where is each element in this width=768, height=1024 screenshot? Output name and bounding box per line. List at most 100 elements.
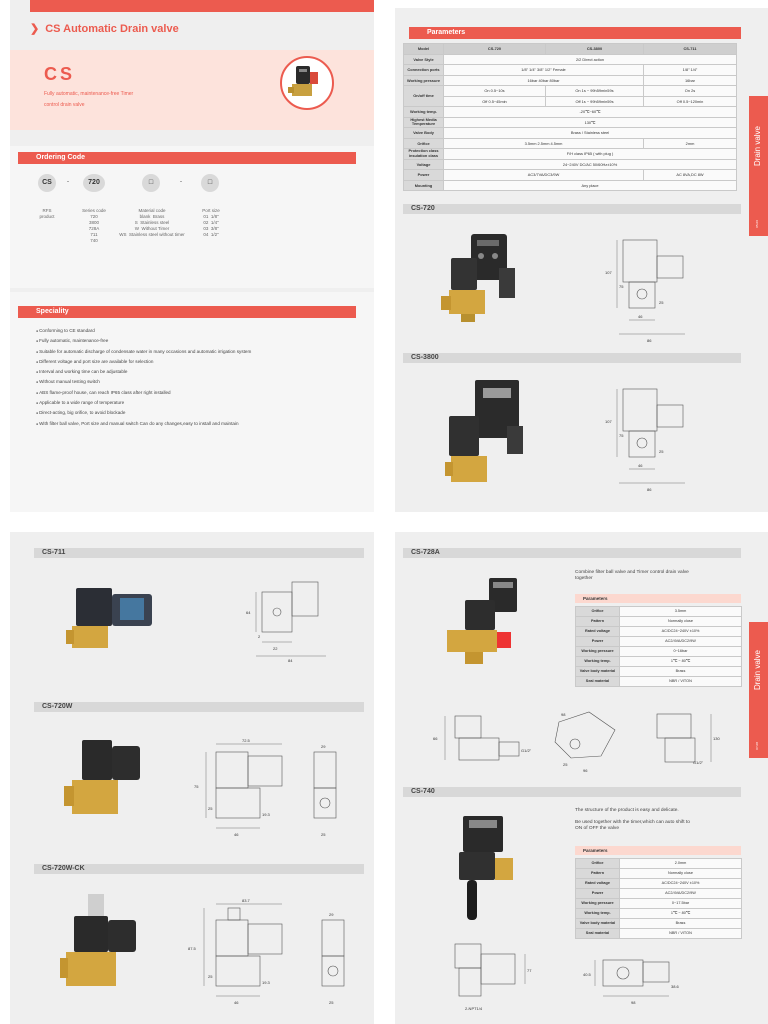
cs3800-dimension-drawing: 107 75 25 46 86 [605, 388, 685, 492]
cs728a-description: Combine filter ball valve and Timer cont… [575, 570, 689, 581]
table-row: Voltage 24~240V DC/AC 50/60Hz±10% [403, 158, 737, 170]
dim-label: 25 [208, 806, 213, 811]
list-item: With filter ball valve, Port size and ma… [36, 419, 366, 429]
code-box-port: □ [201, 174, 219, 192]
model-header-cs711: CS-711 [34, 548, 364, 558]
hero-subtitle: Fully automatic, maintenance-free Timer … [44, 91, 134, 108]
model-header-cs720: CS-720 [403, 204, 741, 214]
dim-label: 25 [329, 1000, 334, 1005]
table-row: Highest Media Temperature 130℃ [403, 116, 737, 128]
model-header-cs740: CS-740 [403, 787, 741, 797]
cs720-dimension-drawing: 107 75 25 46 86 [605, 239, 685, 343]
code-box-product: CS [38, 174, 56, 192]
dim-label: G1/2" [693, 760, 704, 765]
ordering-code-section: Ordering Code CS - 720 □ - □ RFS product… [10, 146, 374, 288]
model-header-cs728a: CS-728A [403, 548, 741, 558]
speciality-list: Conforming to CE standard Fully automati… [36, 326, 366, 429]
cs728a-dimension-drawings: 66 G1/2" 98 25 96 130 G1/2" [433, 711, 720, 773]
page-cs-intro: ❯CS Automatic Drain valve CS Fully autom… [10, 0, 374, 512]
model-header-cs720w: CS-720W [34, 702, 364, 712]
chevron-right-icon: ❯ [30, 23, 40, 35]
page-models-728a-740: CS-728A Combine filter ball valve and Ti… [395, 532, 768, 1024]
table-row: Working temp. -20℃~60℃ [403, 106, 737, 118]
dim-label: 25 [321, 832, 326, 837]
dim-label: 19.3 [262, 980, 271, 985]
list-item: Conforming to CE standard [36, 326, 366, 336]
list-item: ABS flame-proof house, can reach IP65 cl… [36, 388, 366, 398]
table-row: Orifice 3.5mm 2.5mm 4.5mm 2mm [403, 137, 737, 149]
table-row: Protection class insulation class F/H cl… [403, 148, 737, 160]
speciality-header: Speciality [18, 306, 356, 318]
cs711-dimension-drawing: 64 2 22 84 [246, 581, 326, 662]
page-models-711-720w: CS-711 64 2 22 84 CS-720W 72.5 2 [10, 532, 374, 1024]
drain-valve-icon [288, 66, 318, 96]
dim-label: 75 [619, 284, 624, 289]
dim-label: 86 [647, 338, 652, 343]
code-box-series: 720 [83, 174, 105, 192]
list-item: Interval and working time can be adjusta… [36, 367, 366, 377]
caption-product: RFS product [39, 208, 55, 219]
dim-label: 2-NPT1/4 [465, 1006, 483, 1011]
dim-label: 75 [194, 784, 199, 789]
hero-code: CS [44, 64, 76, 84]
dash: - [67, 179, 69, 185]
cs720w-product-image [64, 740, 140, 814]
cs711-product-image [66, 588, 152, 648]
list-item: Applicable to a wide range of temperatur… [36, 398, 366, 408]
dim-label: 25 [659, 449, 664, 454]
list-item: Suitable for automatic discharge of cond… [36, 347, 366, 357]
caption-series: Series code 720 3800 728A 711 740 [82, 208, 106, 243]
dim-label: 64 [246, 610, 251, 615]
dim-label: 96 [583, 768, 588, 773]
cs720w-dimension-drawing: 72.5 29 75 25 19.3 46 25 [194, 738, 337, 837]
page-parameters: Parameters Model CS-720 CS-3800 CS-711 V… [395, 8, 768, 512]
top-accent-bar [30, 0, 374, 12]
dim-label: 46 [234, 832, 239, 837]
model-header-cs3800: CS-3800 [403, 353, 741, 363]
dim-label: 87.5 [188, 946, 197, 951]
dim-label: 86 [647, 487, 652, 492]
dim-label: 98 [631, 1000, 636, 1005]
table-row: Valve Style 2/2 Direct action [403, 53, 737, 65]
cs3800-product-image [445, 380, 523, 482]
list-item: Without manual testing switch [36, 377, 366, 387]
dim-label: 46 [234, 1000, 239, 1005]
list-item: Direct-acting, big orifice, to avoid blo… [36, 408, 366, 418]
dim-label: 2 [258, 634, 261, 639]
cs740-product-image [459, 816, 513, 920]
dim-label: 38.6 [671, 984, 680, 989]
caption-port: Port size 01 1/8" 02 1/4" 03 3/8" 04 1/2… [202, 208, 220, 237]
table-header-cell: CS-711 [643, 43, 737, 55]
table-row: Connection ports 1/8" 1/4" 3/8" 1/2" Fem… [403, 64, 737, 76]
dash: - [180, 179, 182, 185]
caption-material: Material code blank Brass S Stainless st… [119, 208, 185, 237]
cs728a-product-image [447, 578, 517, 664]
table-row: Working temp.1℃ ~ 80℃ [575, 908, 742, 919]
product-thumbnail [280, 56, 334, 110]
table-row: Valve Body Brass / Stainless steel [403, 127, 737, 139]
table-row: On/off time On 0.5~10s On 1s ~ 99h59min5… [403, 85, 737, 107]
dim-label: 107 [605, 419, 612, 424]
dim-label: G1/2" [521, 748, 532, 753]
dim-label: 98 [561, 712, 566, 717]
table-row: Working temp.1℃ ~ 80℃ [575, 656, 742, 667]
cs740-params-header: Parameters [575, 846, 741, 855]
table-header-cell: CS-3800 [545, 43, 644, 55]
dim-label: 107 [605, 270, 612, 275]
table-row: Mounting Any place [403, 179, 737, 191]
hero-banner: CS Fully automatic, maintenance-free Tim… [10, 50, 374, 130]
cs740-description: The structure of the product is easy and… [575, 808, 690, 831]
cs720w-ck-product-image [60, 894, 136, 986]
dim-label: 46 [638, 463, 643, 468]
